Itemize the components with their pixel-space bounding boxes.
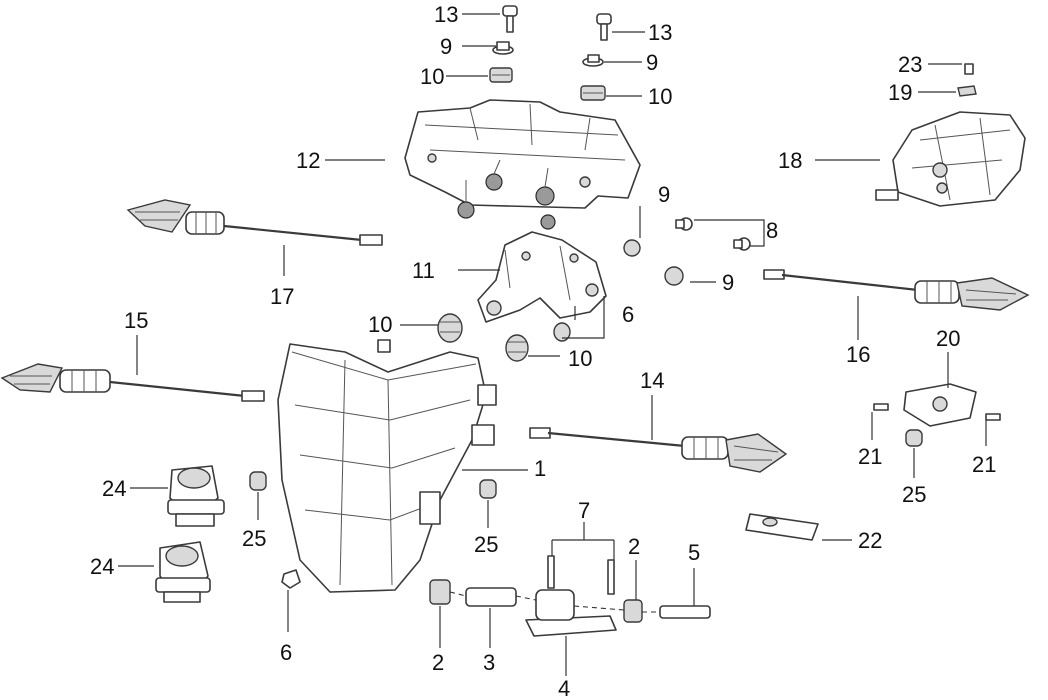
callout-23: 23 [898, 52, 922, 77]
callout-12: 12 [296, 148, 320, 173]
callout-13-left: 13 [434, 2, 458, 27]
part-bolts-right [623, 217, 751, 286]
part-bracket [477, 231, 607, 323]
callout-2-right: 2 [628, 534, 640, 559]
callout-6-bracket: 6 [622, 302, 634, 327]
callout-24-lower: 24 [90, 554, 114, 579]
callout-17: 17 [270, 284, 294, 309]
part-turn-signal-upper-right [763, 269, 1030, 311]
callout-2-left: 2 [432, 650, 444, 675]
part-small-right-parts [745, 383, 1001, 541]
part-turn-signal-upper-left [126, 199, 383, 246]
leader-lines [118, 13, 987, 676]
callout-18: 18 [778, 148, 802, 173]
callout-5: 5 [688, 540, 700, 565]
callout-14: 14 [640, 368, 664, 393]
part-bulb-lower [155, 541, 211, 603]
callout-10-mid-left: 10 [368, 312, 392, 337]
callout-25-mid: 25 [474, 532, 498, 557]
callout-25-left: 25 [242, 526, 266, 551]
part-bulb-upper [167, 465, 225, 527]
callout-9-top-left: 9 [440, 34, 452, 59]
callout-15: 15 [124, 308, 148, 333]
part-grommets-mid [437, 313, 571, 362]
callout-8: 8 [766, 218, 778, 243]
callout-20: 20 [936, 326, 960, 351]
part-screw-stack-left [489, 5, 518, 83]
callout-19: 19 [888, 80, 912, 105]
part-lower-hardware [281, 555, 711, 637]
callout-9-mid-lower: 9 [722, 270, 734, 295]
callout-9-top-right: 9 [646, 50, 658, 75]
callout-10-top-left: 10 [420, 64, 444, 89]
part-screw-stack-right [580, 13, 612, 101]
callout-22: 22 [858, 528, 882, 553]
callout-24-upper: 24 [102, 476, 126, 501]
callout-21-right: 21 [972, 452, 996, 477]
callout-labels: 13 9 10 13 9 10 12 9 8 11 9 17 6 15 10 1… [90, 2, 996, 700]
part-turn-signal-middle-right [529, 427, 788, 473]
callout-11: 11 [412, 258, 435, 283]
callout-10-top-right: 10 [648, 84, 672, 109]
callout-1: 1 [534, 456, 546, 481]
callout-6-lower: 6 [280, 640, 292, 665]
callout-16: 16 [846, 342, 870, 367]
callout-4: 4 [558, 676, 570, 700]
part-instrument-cluster [404, 99, 641, 230]
part-small-bulbs [249, 429, 923, 499]
callout-13-right: 13 [648, 20, 672, 45]
callout-25-right: 25 [902, 482, 926, 507]
callout-10-mid-right: 10 [568, 346, 592, 371]
callout-21-left: 21 [858, 444, 882, 469]
part-turn-signal-lower-left [0, 363, 265, 402]
callout-9-mid-upper: 9 [658, 182, 670, 207]
part-headlight [277, 339, 497, 593]
callout-3: 3 [483, 650, 495, 675]
callout-7: 7 [578, 498, 590, 523]
part-rear-light [875, 63, 1026, 207]
